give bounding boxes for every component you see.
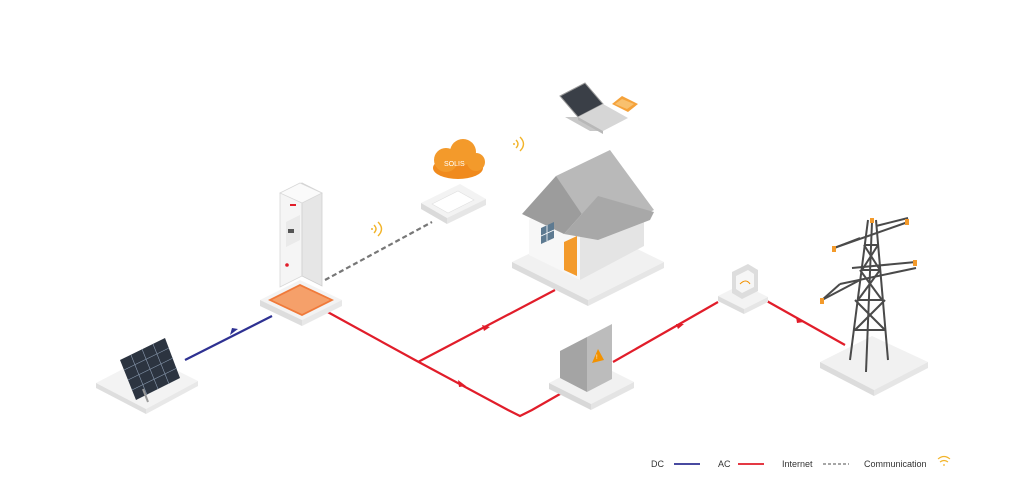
house: [512, 150, 664, 306]
dc-line: [184, 315, 273, 361]
legend-internet-label: Internet: [782, 459, 813, 469]
svg-text:!: !: [596, 355, 598, 361]
ac-line-to-tower: [764, 299, 846, 346]
internet-line: [324, 221, 433, 281]
solar-panel: [96, 338, 198, 414]
ac-arrow-house: [482, 325, 490, 331]
grid-tower: [820, 217, 928, 396]
ac-arrow-meter: [676, 324, 684, 329]
ac-line-to-meter: [612, 301, 719, 363]
distribution-box: !: [549, 324, 634, 410]
ac-line-main: [323, 309, 561, 418]
legend-wifi-icon: [937, 455, 951, 466]
dc-arrow: [230, 328, 238, 335]
phone-icon: [612, 96, 638, 112]
wifi-signal-icon: [371, 221, 383, 237]
cloud-label: SOLIS: [444, 161, 465, 168]
legend-dc-label: DC: [651, 459, 664, 469]
cloud-icon: SOLIS: [433, 139, 485, 179]
ac-line-to-house: [417, 289, 556, 363]
inverter: [260, 182, 342, 326]
legend: DC AC Internet Communication: [651, 455, 951, 469]
laptop-icon: [559, 82, 628, 134]
wifi-signal-icon: [513, 136, 525, 152]
meter: [718, 264, 768, 314]
legend-communication-label: Communication: [864, 459, 927, 469]
ac-arrow-tower: [796, 317, 804, 323]
wifi-module: [421, 184, 486, 224]
legend-ac-label: AC: [718, 459, 731, 469]
ac-arrow-box: [458, 380, 466, 387]
connection-lines: [184, 221, 846, 418]
